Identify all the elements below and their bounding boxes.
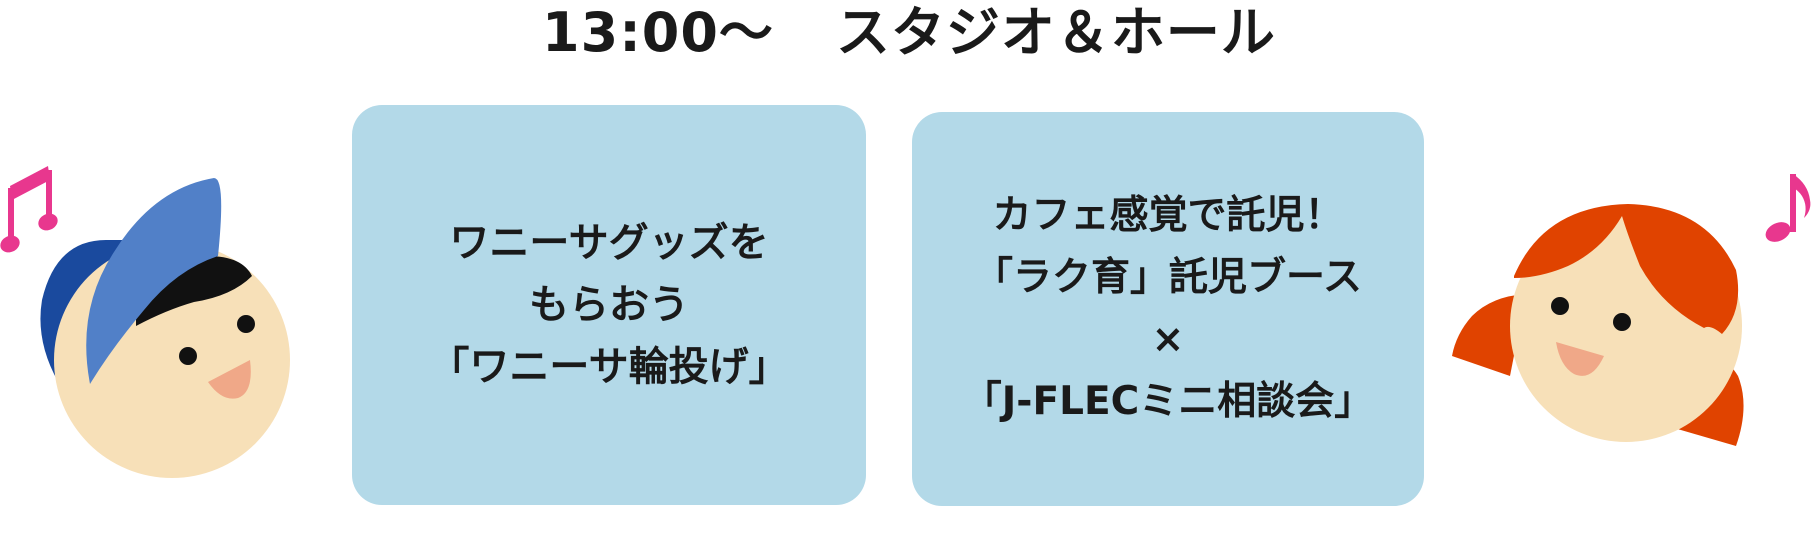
event-venue: スタジオ＆ホール [835, 1, 1276, 64]
music-note-icon [0, 166, 58, 253]
card-line: カフェ感覚で託児！ [992, 193, 1344, 238]
card-line: 「J-FLECミニ相談会」 [962, 379, 1374, 424]
card-line: ワニーサグッズを [449, 220, 769, 266]
boy-with-cap-icon [40, 178, 290, 478]
card-line: もらおう [529, 282, 689, 328]
card-line: 「ラク育」託児ブース [973, 255, 1363, 300]
music-note-icon [1765, 174, 1811, 242]
card-line: 「ワニーサ輪投げ」 [429, 344, 789, 390]
girl-with-pigtails-icon [1452, 204, 1744, 446]
activity-card-childcare-booth: カフェ感覚で託児！ 「ラク育」託児ブース × 「J-FLECミニ相談会」 [912, 112, 1424, 506]
event-time: 13:00〜 [542, 1, 774, 64]
card-line: × [1151, 317, 1185, 362]
page-title: 13:00〜スタジオ＆ホール [0, 0, 1818, 66]
activity-card-ring-toss: ワニーサグッズを もらおう 「ワニーサ輪投げ」 [352, 105, 866, 505]
